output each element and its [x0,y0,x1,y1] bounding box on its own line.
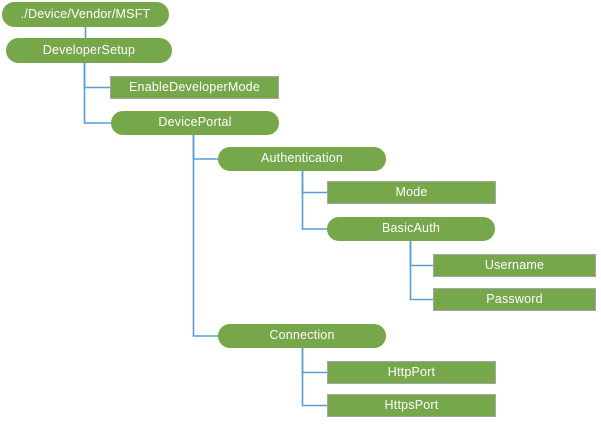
connector-deviceportal-to-connection [192,134,219,337]
connector-deviceportal-to-authentication [192,134,219,160]
tree-node-label: ./Device/Vendor/MSFT [20,6,151,21]
connector-connection-to-httpsport [301,347,328,407]
tree-node-label: Authentication [260,151,344,166]
tree-node-label: DevicePortal [158,115,232,130]
connector-basicauth-to-password [409,240,434,301]
tree-node-developersetup[interactable]: DeveloperSetup [6,38,172,63]
tree-node-label: Password [486,291,543,306]
tree-node-label: Username [484,257,545,272]
tree-node-label: BasicAuth [381,221,441,236]
tree-node-label: DeveloperSetup [42,42,136,57]
tree-node-label: HttpPort [387,364,436,379]
tree-node-label: EnableDeveloperMode [129,79,260,94]
tree-node-connection[interactable]: Connection [218,324,386,348]
tree-node-root[interactable]: ./Device/Vendor/MSFT [2,2,169,27]
tree-node-label: HttpsPort [384,397,439,412]
connector-connection-to-httpport [301,347,328,374]
tree-node-basicauth[interactable]: BasicAuth [327,217,495,241]
tree-node-username[interactable]: Username [433,254,596,277]
connector-authentication-to-mode [301,170,328,194]
connector-authentication-to-basicauth [301,170,328,230]
tree-node-httpsport[interactable]: HttpsPort [327,394,496,417]
tree-node-deviceportal[interactable]: DevicePortal [111,111,279,135]
tree-node-mode[interactable]: Mode [327,181,496,204]
tree-node-label: Connection [269,328,335,343]
tree-node-authentication[interactable]: Authentication [218,147,386,171]
tree-node-httpport[interactable]: HttpPort [327,361,496,384]
connector-developersetup-to-deviceportal [83,62,112,124]
tree-node-password[interactable]: Password [433,288,596,311]
tree-node-label: Mode [395,184,428,199]
tree-node-enabledevelopermode[interactable]: EnableDeveloperMode [110,76,279,99]
connector-developersetup-to-enabledevelopermode [83,62,111,89]
connector-basicauth-to-username [409,240,434,267]
